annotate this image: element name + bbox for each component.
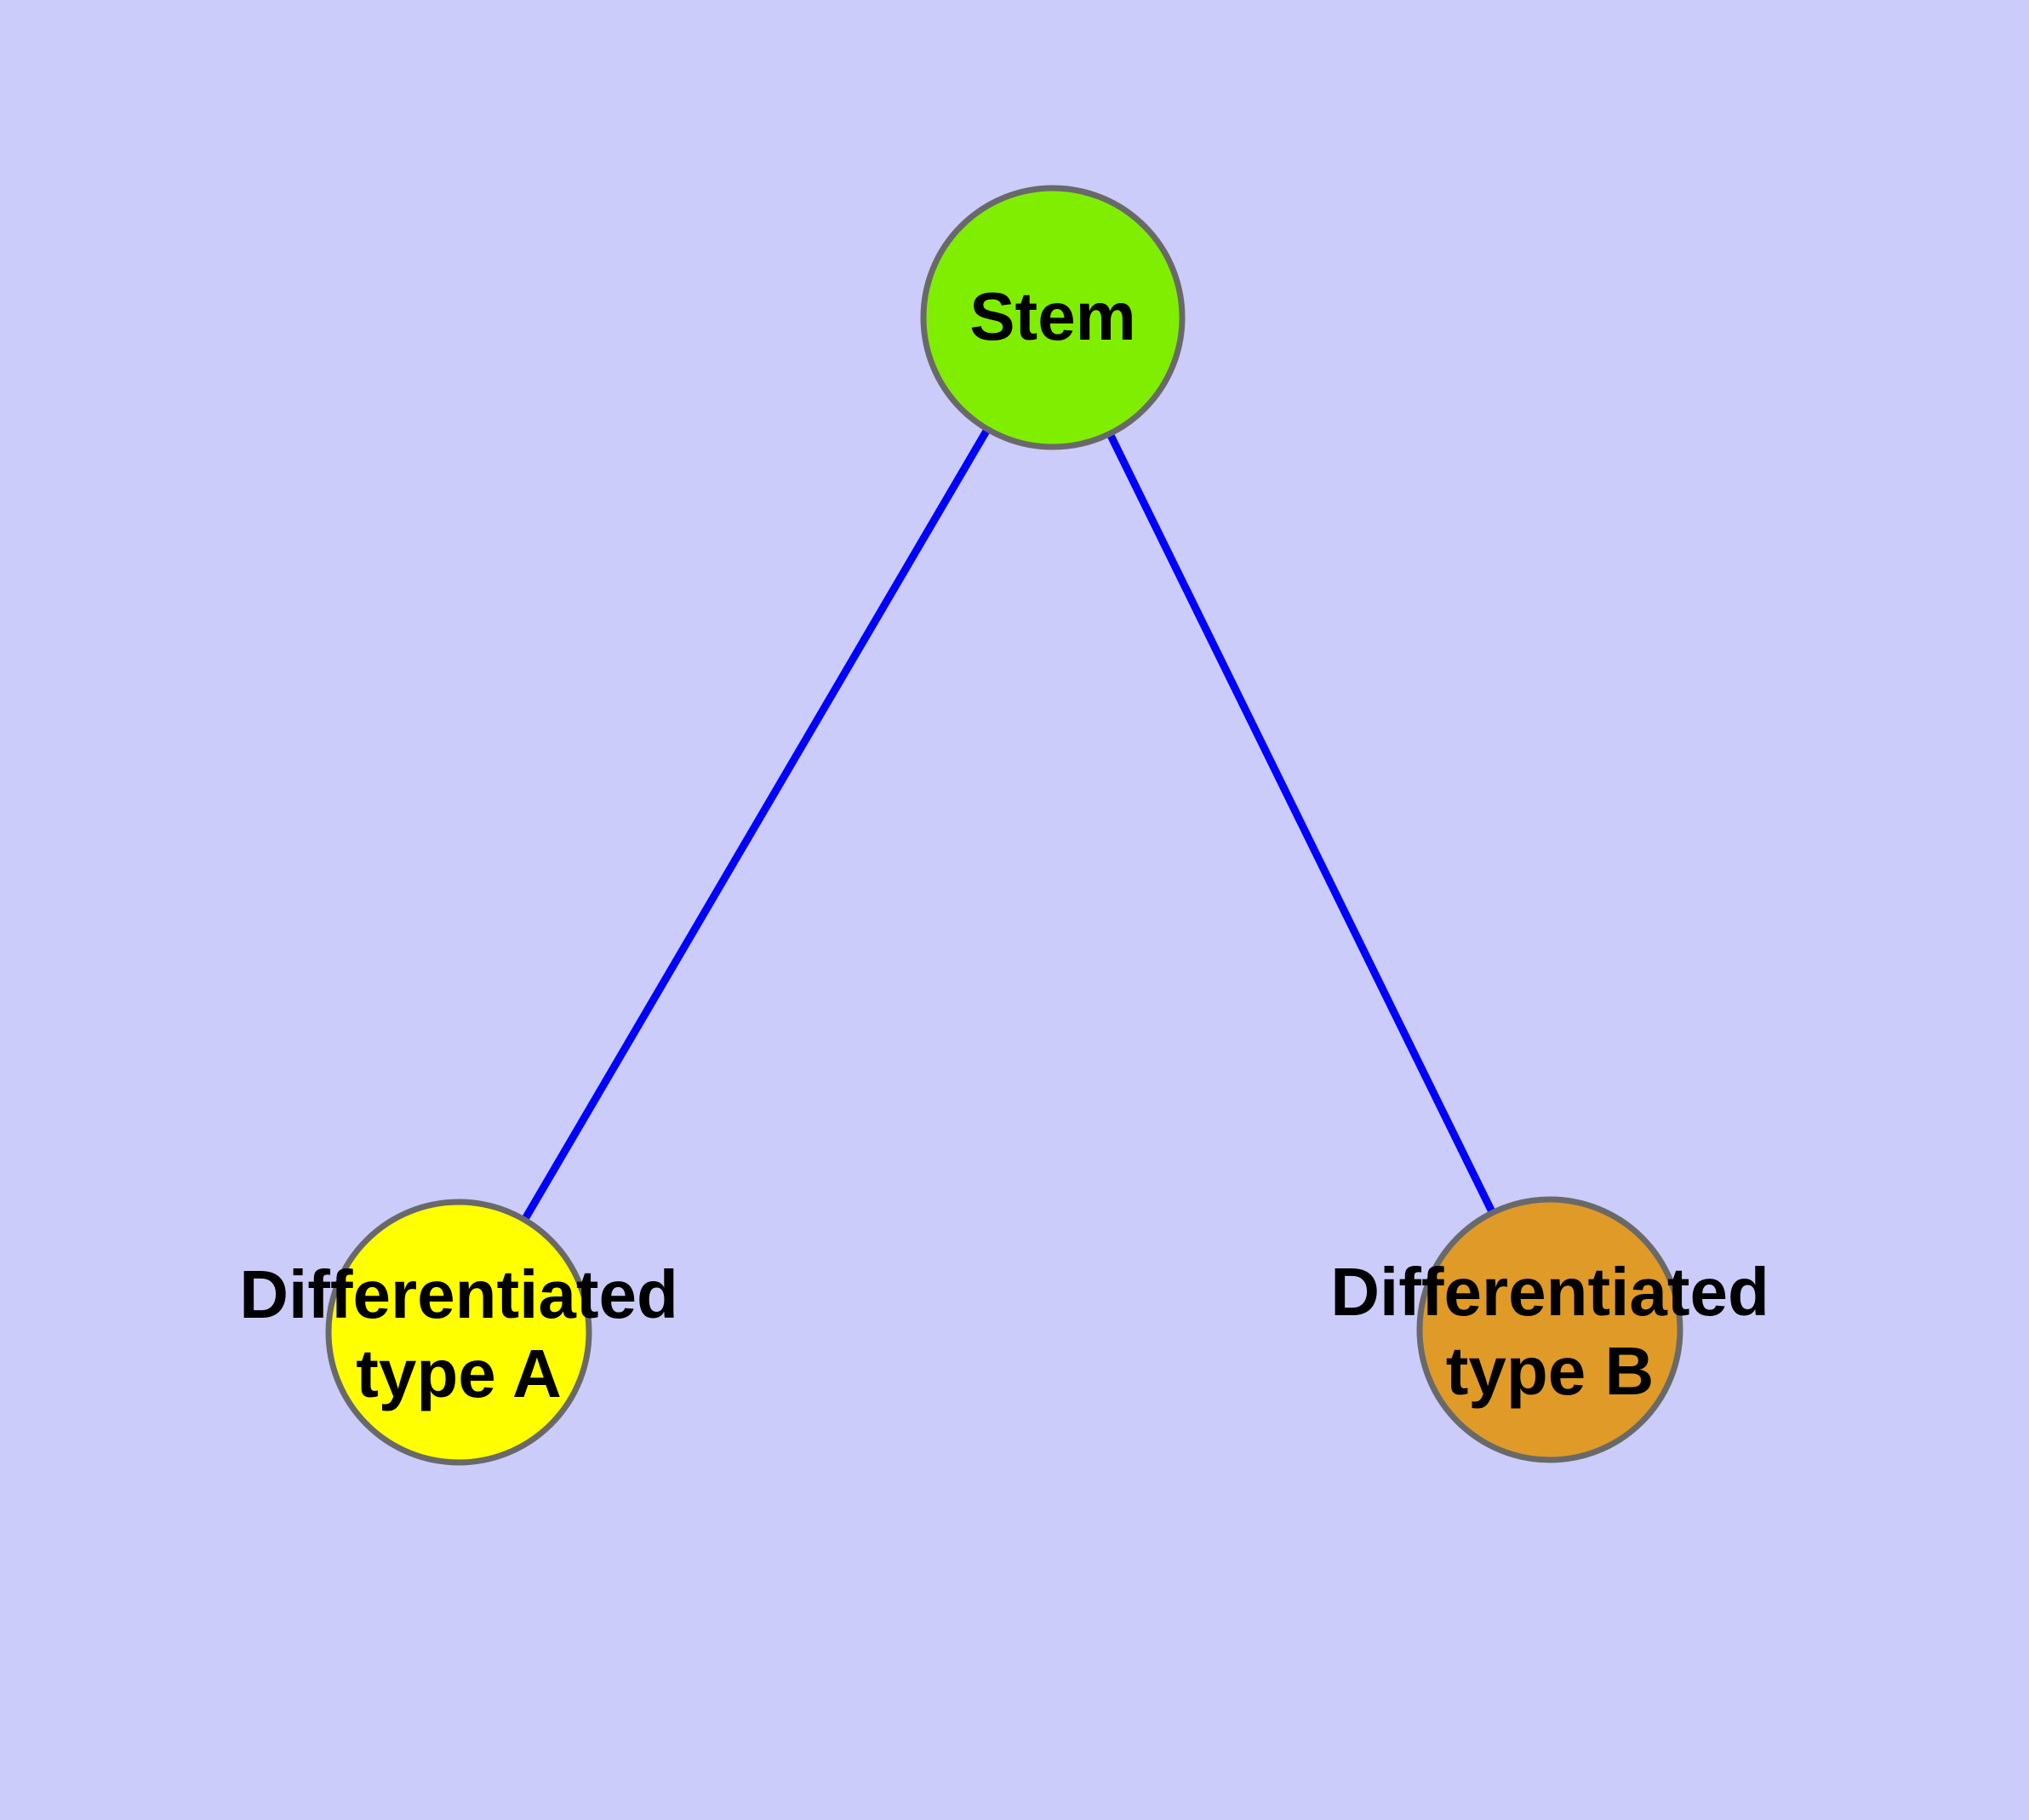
node-label-differentiated-type-a-line1: Differentiated (239, 1256, 678, 1332)
edge-stem-to-differentiated-type-b[interactable] (1049, 316, 1554, 1331)
edge-layer (455, 315, 1554, 1335)
node-layer (325, 185, 1683, 1466)
node-label-stem: Stem (969, 278, 1136, 354)
node-differentiated-type-a[interactable] (325, 1199, 592, 1466)
node-circle-stem[interactable] (920, 185, 1186, 450)
node-label-differentiated-type-b-line1: Differentiated (1330, 1254, 1769, 1330)
node-differentiated-type-b[interactable] (1416, 1196, 1683, 1463)
edge-stem-to-differentiated-type-a[interactable] (455, 315, 1056, 1335)
node-label-differentiated-type-a-line2: type A (356, 1336, 562, 1411)
node-label-differentiated-type-b-line2: type B (1446, 1333, 1655, 1409)
node-circle-differentiated-type-b[interactable] (1416, 1196, 1683, 1463)
node-circle-differentiated-type-a[interactable] (325, 1199, 592, 1466)
label-layer: Stem Differentiated type A Differentiate… (239, 278, 1769, 1411)
node-stem[interactable] (920, 185, 1186, 450)
